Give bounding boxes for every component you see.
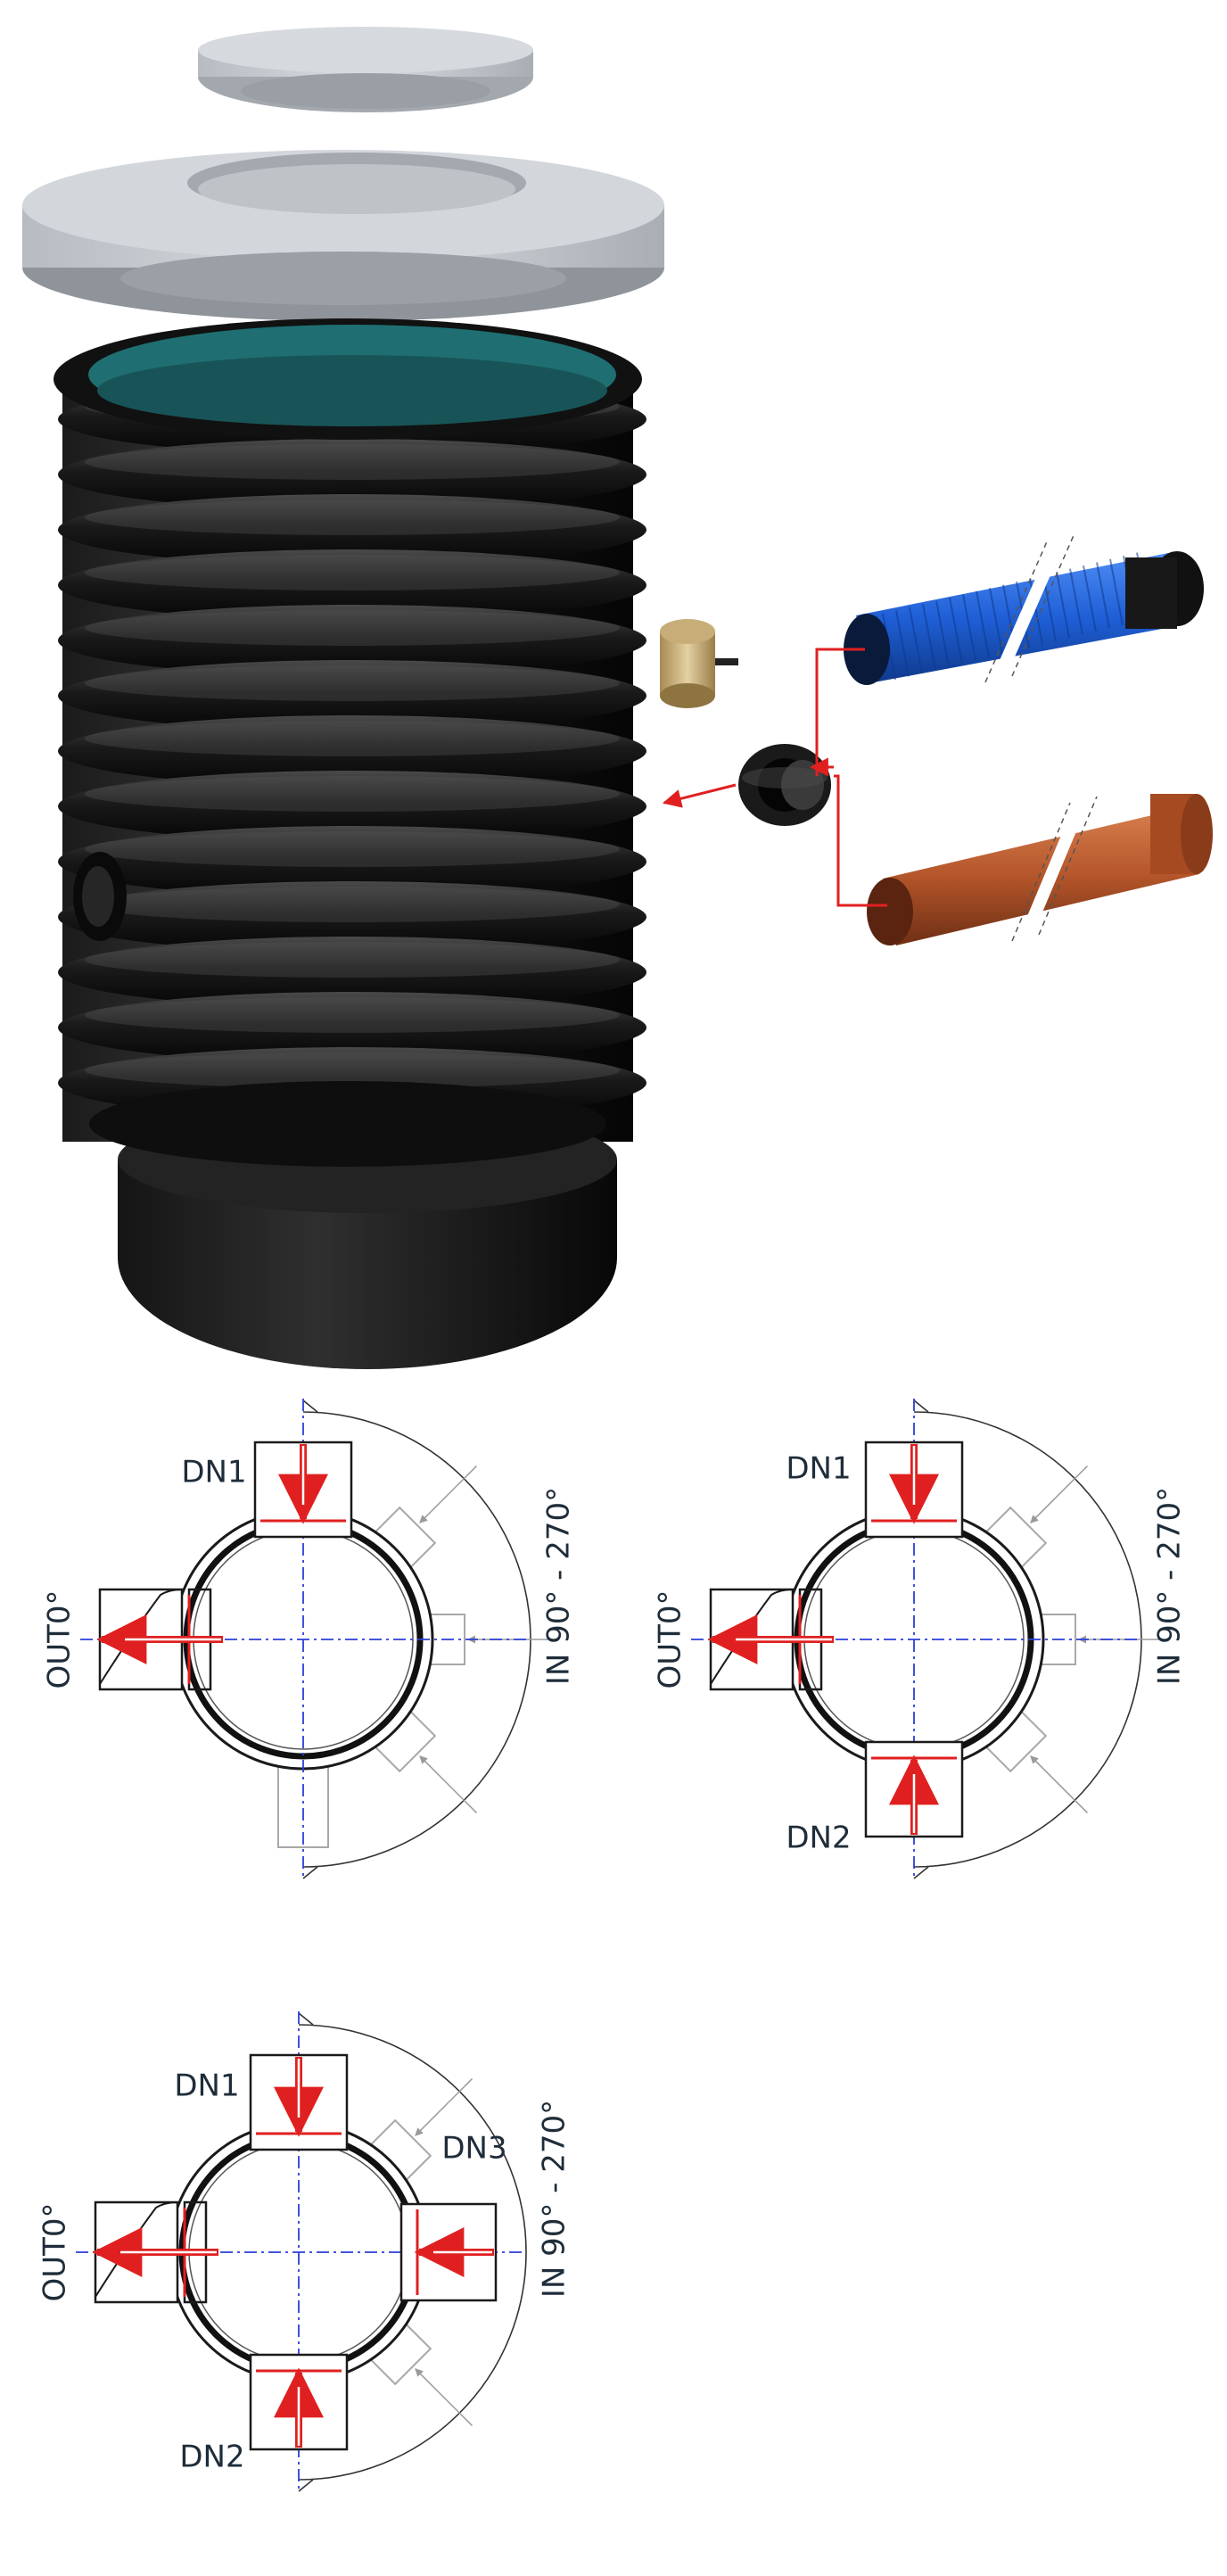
concrete-ring — [22, 150, 664, 321]
shaft-rib — [58, 937, 646, 1008]
range-tick — [298, 2479, 314, 2492]
active-inlet — [864, 1441, 964, 1539]
inlet-range-label: IN 90° - 270° — [1152, 1487, 1188, 1685]
range-tick — [298, 2012, 314, 2026]
blue-pipe-rib — [1056, 572, 1070, 639]
blue-pipe-rib — [1069, 568, 1083, 635]
shaft-rib-highlight — [85, 721, 620, 756]
inlet-range-label: IN 90° - 270° — [537, 2100, 572, 2298]
shaft-rib-highlight — [85, 665, 620, 701]
shaft-rib-highlight — [85, 610, 620, 646]
outlet-pipe — [96, 1588, 223, 1691]
outlet-pipe — [707, 1588, 834, 1691]
shaft-rib — [58, 660, 646, 731]
active-inlet — [249, 2053, 349, 2151]
active-inlet — [249, 2353, 349, 2451]
blue-pipe-rib — [976, 590, 990, 657]
concrete-lid — [198, 27, 533, 112]
inlet-label: DN1 — [181, 1455, 246, 1490]
active-inlet — [864, 1740, 964, 1838]
blue-pipe-rib — [1096, 562, 1110, 629]
outlet-angle-label: OUT0° — [42, 1589, 78, 1688]
optional-inlet-arrow — [419, 1755, 477, 1813]
connection-diagram-1: OUT0° IN 90° - 270° DN1 — [42, 1399, 577, 1880]
optional-inlet-arrow — [419, 1466, 477, 1523]
blue-pipe-rib — [895, 610, 910, 677]
orange-pipe — [867, 794, 1213, 945]
shaft-rib-highlight — [85, 500, 620, 535]
inlet-range-label: IN 90° - 270° — [541, 1487, 577, 1685]
optional-inlet-arrow — [415, 2368, 473, 2426]
shaft-rib — [58, 549, 646, 621]
inlet-range-arc — [298, 2024, 527, 2481]
blue-pipe-rib — [1109, 558, 1124, 625]
optional-inlet-arrow — [1030, 1755, 1088, 1813]
shaft-rib — [58, 826, 646, 897]
rubber-seal — [738, 744, 831, 826]
shaft-rib — [58, 715, 646, 787]
outlet-angle-label: OUT0° — [37, 2202, 73, 2301]
shaft-base — [89, 1081, 617, 1369]
blue-pipe-rib — [989, 588, 1003, 655]
optional-inlet-arrow — [1030, 1466, 1088, 1523]
shaft-rib — [58, 992, 646, 1063]
inlet-label: DN2 — [179, 2440, 244, 2475]
optional-inlet-arrow — [415, 2078, 473, 2136]
shaft-rib-highlight — [85, 776, 620, 812]
blue-pipe — [844, 533, 1204, 685]
shaft-rib-highlight — [85, 1053, 620, 1088]
outlet-pipe — [92, 2200, 218, 2304]
shaft-rib — [58, 771, 646, 842]
active-inlet — [399, 2202, 498, 2302]
shaft-rib-highlight — [85, 887, 620, 922]
connection-arrows — [662, 648, 887, 907]
blue-pipe-rib — [1083, 565, 1097, 632]
inlet-label: DN2 — [786, 1821, 851, 1856]
inlet-label: DN1 — [174, 2068, 239, 2104]
shaft-rib-highlight — [85, 444, 620, 480]
shaft-outlet-stub — [73, 852, 127, 941]
blue-pipe-rib — [962, 594, 976, 661]
shaft-rib-highlight — [85, 831, 620, 867]
range-tick — [302, 1866, 318, 1879]
blue-pipe-rib — [909, 607, 923, 673]
range-tick — [913, 1399, 929, 1413]
hole-saw — [660, 619, 738, 708]
outlet-angle-label: OUT0° — [653, 1589, 688, 1688]
inlet-label: DN3 — [441, 2131, 506, 2167]
shaft-rib — [58, 605, 646, 676]
active-inlet — [253, 1441, 353, 1539]
blue-pipe-rib — [922, 604, 936, 671]
shaft-rib-highlight — [85, 997, 620, 1033]
shaft-rib — [58, 439, 646, 510]
range-tick — [913, 1866, 929, 1879]
shaft-rib — [58, 881, 646, 953]
blue-pipe-rib — [935, 600, 950, 667]
shaft-rib-highlight — [85, 942, 620, 978]
shaft-rib-highlight — [85, 555, 620, 590]
range-tick — [302, 1399, 318, 1413]
corrugated-shaft — [54, 318, 646, 1142]
inlet-label: DN1 — [786, 1451, 851, 1487]
shaft-rib — [58, 494, 646, 566]
manhole-product — [22, 27, 1213, 1369]
blue-pipe-rib — [949, 597, 963, 665]
